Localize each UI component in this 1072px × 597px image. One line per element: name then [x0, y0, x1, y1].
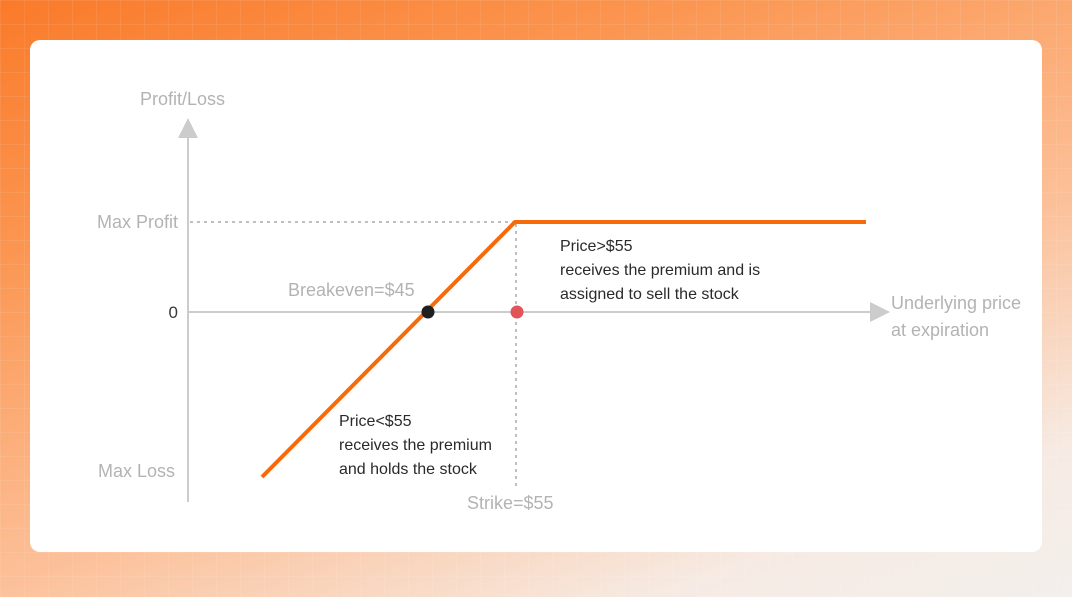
zero-label: 0	[169, 303, 178, 322]
payoff-line	[260, 220, 866, 479]
strike-label: Strike=$55	[467, 493, 554, 513]
breakeven-label: Breakeven=$45	[288, 280, 415, 300]
above-strike-title: Price>$55	[560, 238, 633, 255]
max-profit-label: Max Profit	[97, 212, 178, 232]
diagram-card	[30, 40, 1042, 552]
below-strike-title: Price<$55	[339, 413, 412, 430]
strike-point	[510, 305, 524, 319]
x-axis-label-line2: at expiration	[891, 320, 989, 340]
max-loss-label: Max Loss	[98, 461, 175, 481]
below-strike-line1: receives the premium	[339, 437, 492, 454]
above-strike-line2: assigned to sell the stock	[560, 286, 740, 303]
below-strike-line2: and holds the stock	[339, 461, 478, 478]
breakeven-point	[421, 305, 435, 319]
above-strike-line1: receives the premium and is	[560, 262, 760, 279]
x-axis-label-line1: Underlying price	[891, 293, 1021, 313]
y-axis-label: Profit/Loss	[140, 89, 225, 109]
